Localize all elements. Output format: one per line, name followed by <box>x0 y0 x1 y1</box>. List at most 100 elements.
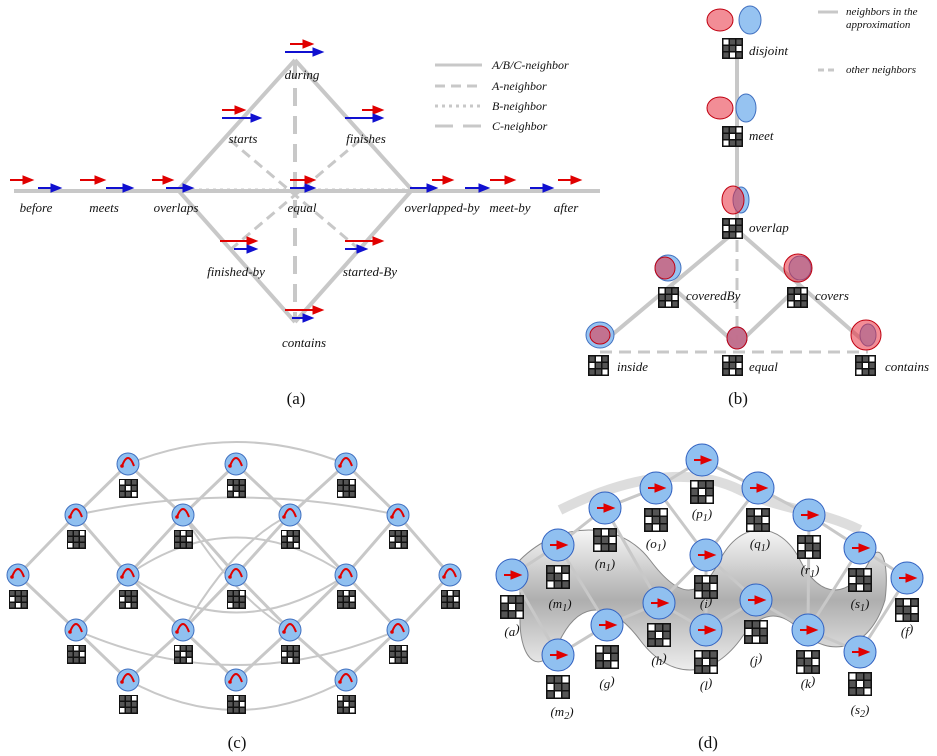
matrix-icon <box>746 508 770 532</box>
matrix-icon <box>722 218 743 239</box>
node-label-close: ) <box>814 562 819 577</box>
relation-label-7: overlapped-by <box>404 200 479 215</box>
matrix-icon <box>855 355 876 376</box>
edge <box>288 462 348 517</box>
node-letter: m <box>555 704 564 719</box>
node-label-3: (g) <box>599 673 614 691</box>
relation-label-4: covers <box>815 288 849 303</box>
surface-node-12 <box>689 613 723 674</box>
matrix-icon <box>658 287 679 308</box>
node-letter: p <box>695 506 703 521</box>
matrix-icon <box>797 535 821 559</box>
relation-label-3: coveredBy <box>686 288 741 303</box>
edge <box>396 573 452 632</box>
edge <box>234 513 292 577</box>
node-label-6: (p1) <box>692 506 712 524</box>
matrix-icon <box>644 508 668 532</box>
region-node-5 <box>585 321 615 376</box>
config-node-10 <box>224 668 248 714</box>
node-label-1: (m1) <box>548 596 571 614</box>
surface-node-7 <box>741 471 775 532</box>
node-label-open: ( <box>851 596 856 611</box>
matrix-icon <box>722 38 743 59</box>
config-node-6 <box>171 503 195 549</box>
matrix-icon <box>337 590 356 609</box>
node-label-7: (q1) <box>750 536 770 554</box>
node-label-open: ( <box>646 536 651 551</box>
edge-curve <box>182 514 291 631</box>
surface-node-5 <box>639 471 673 532</box>
matrix-icon <box>174 530 193 549</box>
surface-node-2 <box>541 638 575 699</box>
node-label-close: ) <box>514 621 519 636</box>
edge <box>126 513 185 577</box>
matrix-icon <box>281 645 300 664</box>
matrix-icon <box>227 479 246 498</box>
matrix-icon <box>281 530 300 549</box>
matrix-icon <box>796 650 820 674</box>
node-label-2: (m2) <box>550 704 573 722</box>
matrix-icon <box>588 355 609 376</box>
edge-during-overlapped <box>293 58 414 192</box>
region-node-0 <box>706 5 762 59</box>
relation-label-7: contains <box>885 359 929 374</box>
matrix-icon <box>744 620 768 644</box>
node-label-open: ( <box>595 556 600 571</box>
edge-curve <box>127 536 347 576</box>
node-label-0: (a) <box>504 621 519 639</box>
node-label-close: ) <box>566 596 571 611</box>
node-label-open: ( <box>801 676 806 691</box>
matrix-icon <box>722 126 743 147</box>
edge-curve <box>127 441 347 465</box>
matrix-icon <box>337 695 356 714</box>
surface-node-14 <box>843 531 877 592</box>
edge <box>16 573 78 632</box>
node-label-close: ) <box>810 673 815 688</box>
node-subscript: 1 <box>860 603 865 614</box>
config-node-11 <box>278 503 302 549</box>
node-subscript: 1 <box>761 543 766 554</box>
node-subscript: 1 <box>810 569 815 580</box>
relation-label-8: meet-by <box>489 200 530 215</box>
matrix-icon <box>647 623 671 647</box>
node-label-open: ( <box>851 702 856 717</box>
node-subscript: 1 <box>703 513 708 524</box>
edge <box>126 462 185 517</box>
node-label-11: (j) <box>750 650 762 668</box>
edge <box>344 462 400 517</box>
panel-c-neighborhood-graph <box>6 441 462 714</box>
edge <box>396 514 452 576</box>
node-label-close: ) <box>661 650 666 665</box>
matrix-icon <box>546 675 570 699</box>
node-label-open: ( <box>599 676 604 691</box>
edge <box>344 573 400 632</box>
caption-b: (b) <box>728 389 748 408</box>
edge <box>288 573 348 632</box>
relation-label-1: meet <box>749 128 774 143</box>
edge <box>344 628 400 682</box>
node-letter: j <box>752 653 758 668</box>
config-node-17 <box>386 618 410 664</box>
edge <box>234 573 292 632</box>
config-node-18 <box>438 563 462 609</box>
node-label-close: ) <box>765 536 770 551</box>
matrix-icon <box>848 672 872 696</box>
node-letter: n <box>599 556 606 571</box>
matrix-icon <box>500 595 524 619</box>
matrix-icon <box>848 568 872 592</box>
node-subscript: 2 <box>860 709 865 720</box>
relation-label-5: inside <box>617 359 648 374</box>
matrix-icon <box>389 530 408 549</box>
relation-label-2: overlaps <box>154 200 199 215</box>
legend-label-0: A/B/C-neighbor <box>491 58 569 72</box>
node-label-open: ( <box>504 624 509 639</box>
node-subscript: 2 <box>564 711 569 722</box>
matrix-icon <box>67 530 86 549</box>
surface-node-9 <box>642 586 676 647</box>
node-letter: g <box>604 676 611 691</box>
relation-label-6: equal <box>288 200 317 215</box>
matrix-icon <box>389 645 408 664</box>
caption-c: (c) <box>228 733 247 752</box>
edge <box>126 628 185 682</box>
